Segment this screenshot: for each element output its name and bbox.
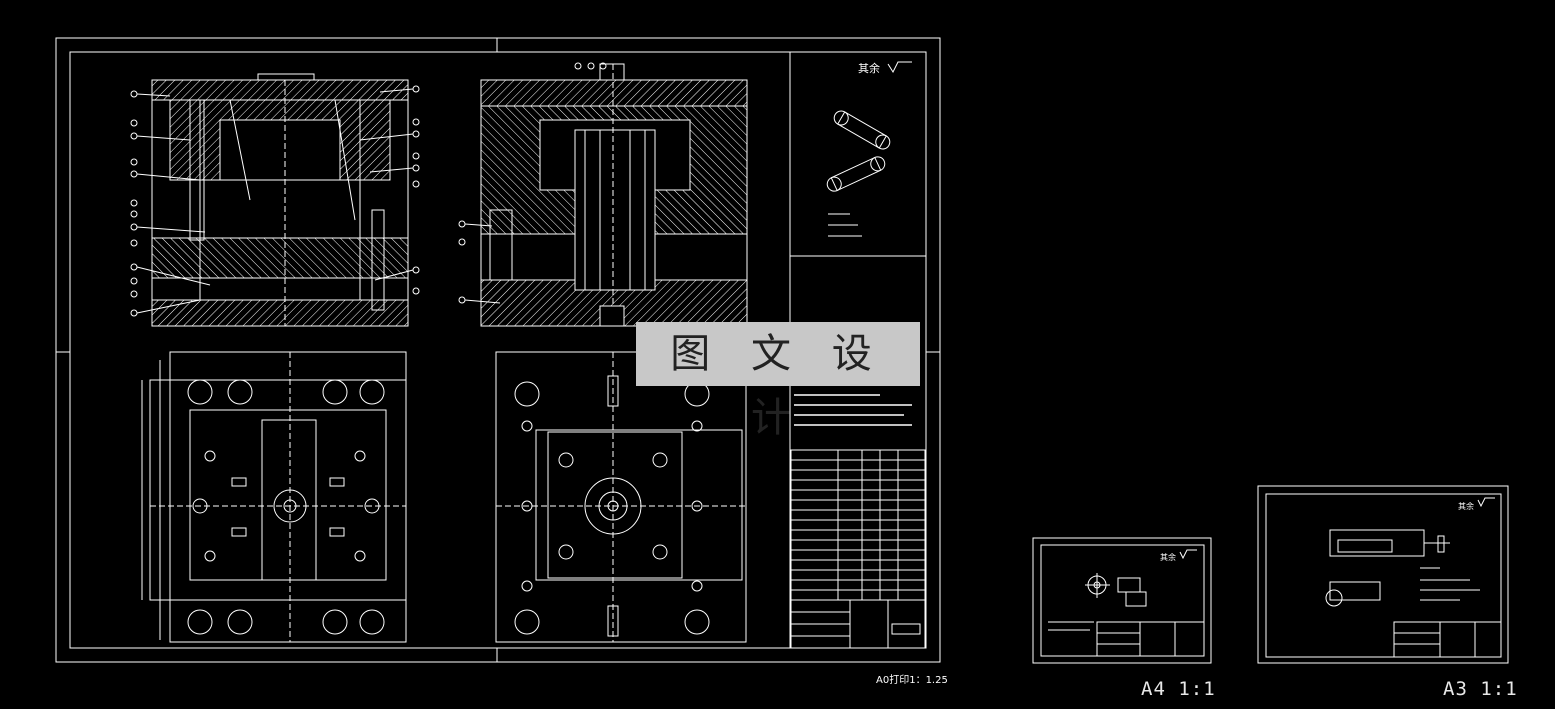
title-block	[790, 599, 926, 649]
balloon-callouts-right	[458, 62, 607, 304]
watermark-banner: 图 文 设 计	[636, 322, 920, 441]
roughness-note-main: 其余	[858, 61, 880, 75]
a3-scale-label: A3 1:1	[1443, 678, 1518, 700]
a4-thumbnail-sheet	[1032, 537, 1212, 664]
roughness-symbol-icon	[887, 61, 912, 74]
a4-scale-label: A4 1:1	[1141, 678, 1216, 700]
main-sheet-inner-border	[69, 51, 927, 649]
section-view-left	[151, 73, 409, 327]
bill-of-materials-table	[790, 449, 926, 601]
technical-notes	[794, 384, 912, 426]
scale-note: A0打印1：1.25	[876, 673, 948, 686]
plan-view-left	[141, 351, 407, 643]
balloon-callouts-left	[130, 85, 420, 317]
part-detail-area	[789, 51, 927, 257]
a4-roughness-note: 其余	[1160, 552, 1176, 562]
main-sheet-outer-border	[55, 37, 941, 663]
a3-roughness-note: 其余	[1458, 501, 1474, 511]
a3-thumbnail-sheet	[1257, 485, 1509, 664]
plan-view-right	[495, 351, 747, 643]
section-view-right	[480, 63, 748, 327]
